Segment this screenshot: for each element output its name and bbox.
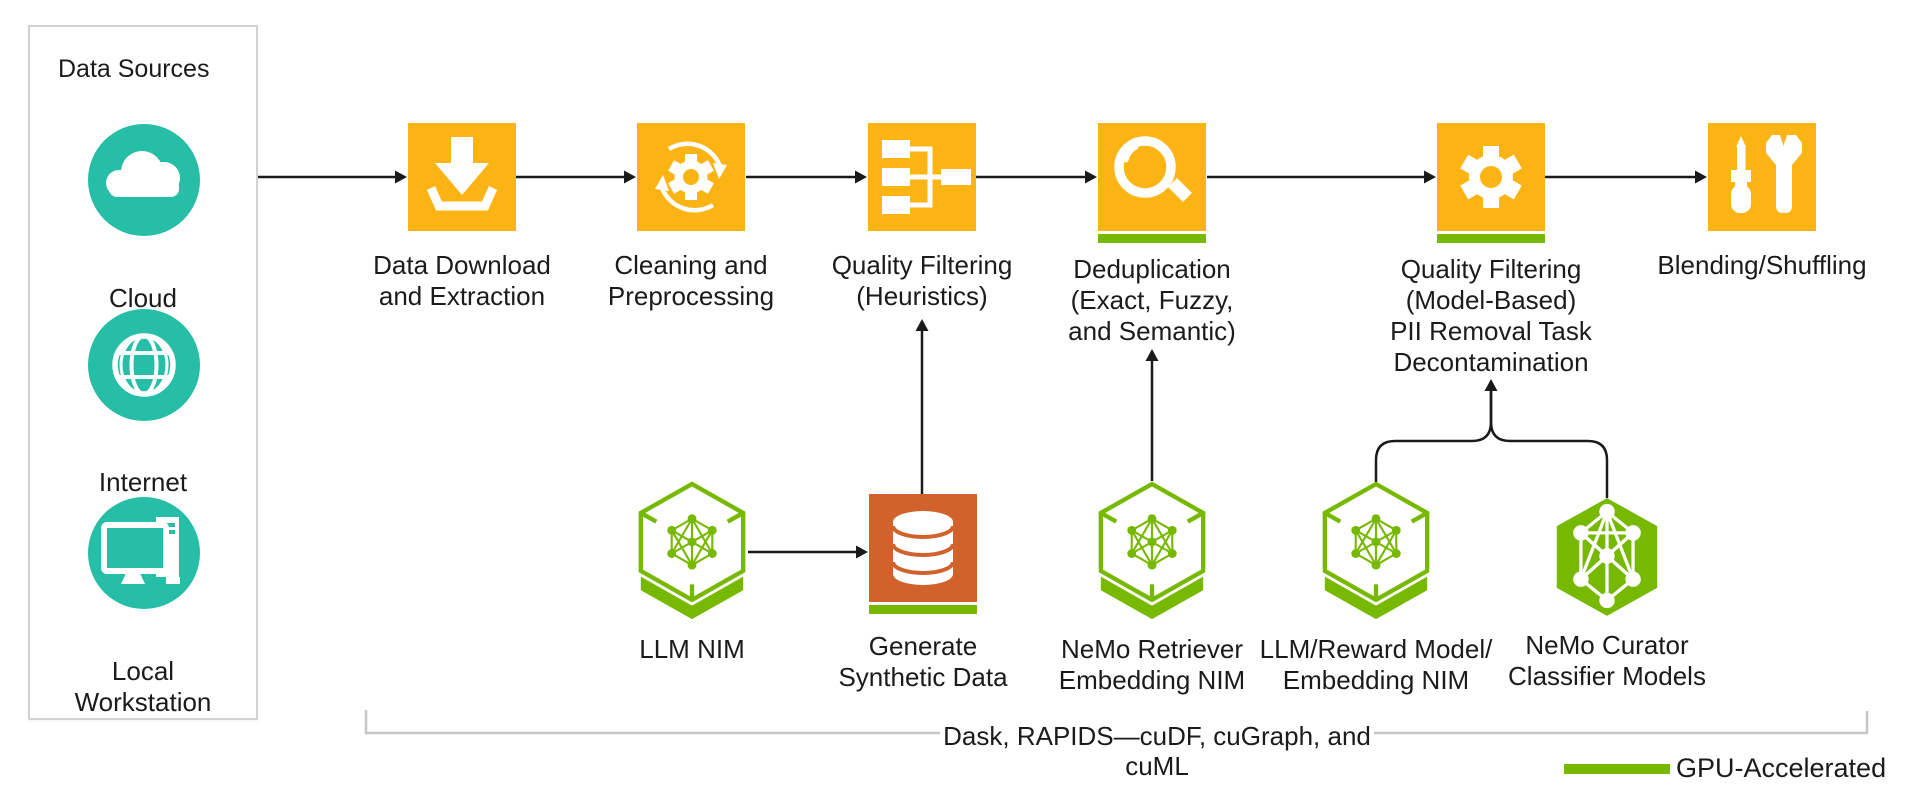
nim-hexagon-icon: [638, 481, 746, 620]
source-label-cloud: Cloud: [109, 283, 177, 313]
connector-reward-to-qf-model: [1374, 390, 1493, 484]
stage-label-qf-heuristics: Quality Filtering (Heuristics): [831, 250, 1013, 311]
download-icon: [426, 137, 498, 211]
resource-label-retriever: NeMo Retriever Embedding NIM: [1058, 634, 1246, 695]
workstation-icon: [88, 497, 200, 609]
nim-hexagon-icon: [1098, 481, 1206, 620]
stage-box-blending: [1708, 123, 1816, 231]
nim-hexagon-icon: [1322, 481, 1430, 620]
gear-icon: [1460, 146, 1522, 208]
resource-label-curator: NeMo Curator Classifier Models: [1508, 630, 1706, 691]
data-sources-panel: Data Sources Cloud Internet: [28, 25, 258, 720]
stage-label-blending: Blending/Shuffling: [1657, 250, 1867, 280]
cloud-icon: [88, 124, 200, 236]
hierarchy-icon: [882, 140, 971, 214]
gpu-accelerated-label: GPU-Accelerated: [1676, 753, 1887, 783]
resource-label-reward: LLM/Reward Model/ Embedding NIM: [1259, 634, 1493, 695]
globe-icon: [88, 309, 200, 421]
resource-label-llm-nim: LLM NIM: [639, 634, 745, 664]
source-label-internet: Internet: [98, 467, 188, 497]
magnifier-icon: [1114, 136, 1192, 202]
stage-label-cleaning: Cleaning and Preprocessing: [607, 250, 775, 311]
resource-label-synthetic: Generate Synthetic Data: [838, 631, 1008, 692]
panel-title: Data Sources: [58, 55, 210, 83]
stage-box-qf-heuristics: [868, 123, 976, 231]
gpu-bar-synthetic: [869, 605, 977, 614]
stage-box-cleaning: [637, 123, 745, 231]
stage-box-qf-model: [1437, 123, 1545, 231]
stage-label-download: Data Download and Extraction: [373, 250, 551, 311]
gpu-accelerated-swatch: [1564, 764, 1670, 774]
sync-gear-icon: [655, 141, 727, 213]
gpu-bar-dedup: [1098, 234, 1206, 243]
source-label-workstation: Local Workstation: [74, 656, 212, 717]
connector-curator-to-qf-model: [1489, 390, 1609, 498]
arrowheads: [395, 170, 1707, 559]
footer-bracket: [364, 710, 1869, 735]
bracket-label: Dask, RAPIDS—cuDF, cuGraph, and cuML: [943, 721, 1371, 781]
stage-box-download: [408, 123, 516, 231]
database-icon: [891, 511, 955, 585]
solid-hexagon-icon: [1556, 498, 1658, 616]
resource-box-synthetic: [869, 494, 977, 602]
stage-label-qf-model: Quality Filtering (Model-Based) PII Remo…: [1390, 254, 1592, 377]
gpu-bar-qf-model: [1437, 234, 1545, 243]
stage-label-dedup: Deduplication (Exact, Fuzzy, and Semanti…: [1068, 254, 1236, 346]
tools-icon: [1731, 135, 1802, 213]
stage-box-dedup: [1098, 123, 1206, 231]
